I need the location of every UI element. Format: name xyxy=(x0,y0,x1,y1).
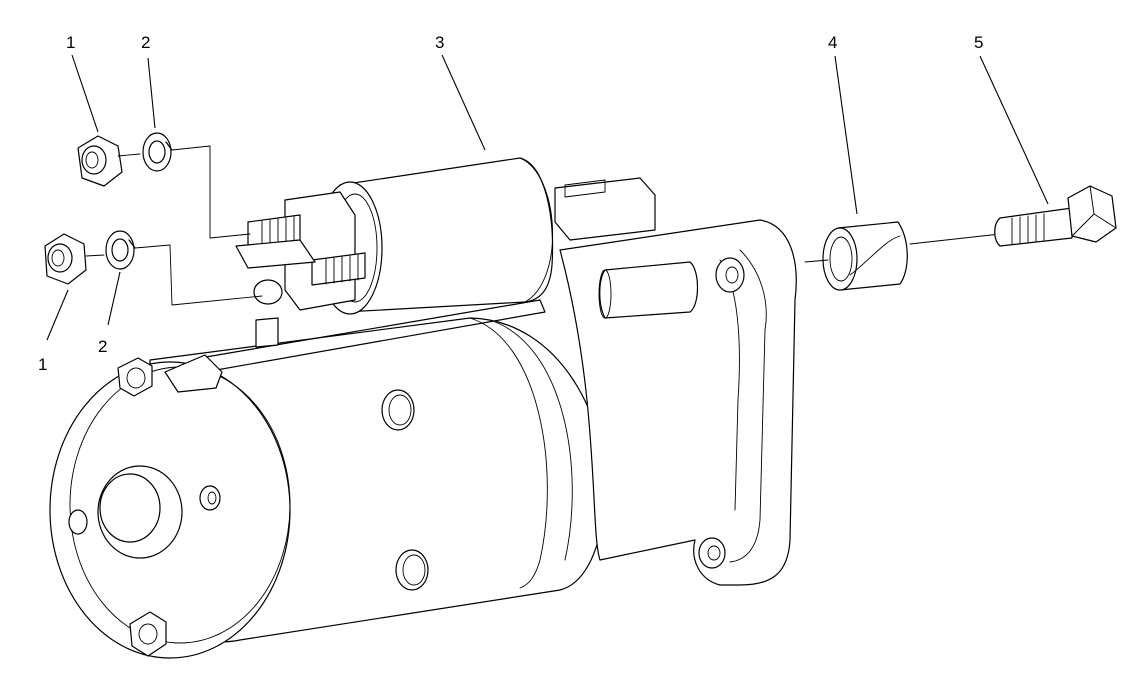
callout-5: 5 xyxy=(974,33,983,52)
callout-2-bottom: 2 xyxy=(98,337,107,356)
nut-lower xyxy=(44,233,87,285)
callout-4: 4 xyxy=(828,33,837,52)
lock-washer-upper xyxy=(142,132,173,172)
mounting-bolt xyxy=(994,185,1117,247)
callout-1-bottom: 1 xyxy=(38,355,47,374)
lock-washer-lower xyxy=(105,230,136,270)
starter-motor xyxy=(49,157,797,659)
nut-upper xyxy=(77,135,123,187)
sleeve xyxy=(822,221,908,291)
callout-2-top: 2 xyxy=(141,33,150,52)
callout-1-top: 1 xyxy=(66,33,75,52)
callout-3: 3 xyxy=(435,33,444,52)
